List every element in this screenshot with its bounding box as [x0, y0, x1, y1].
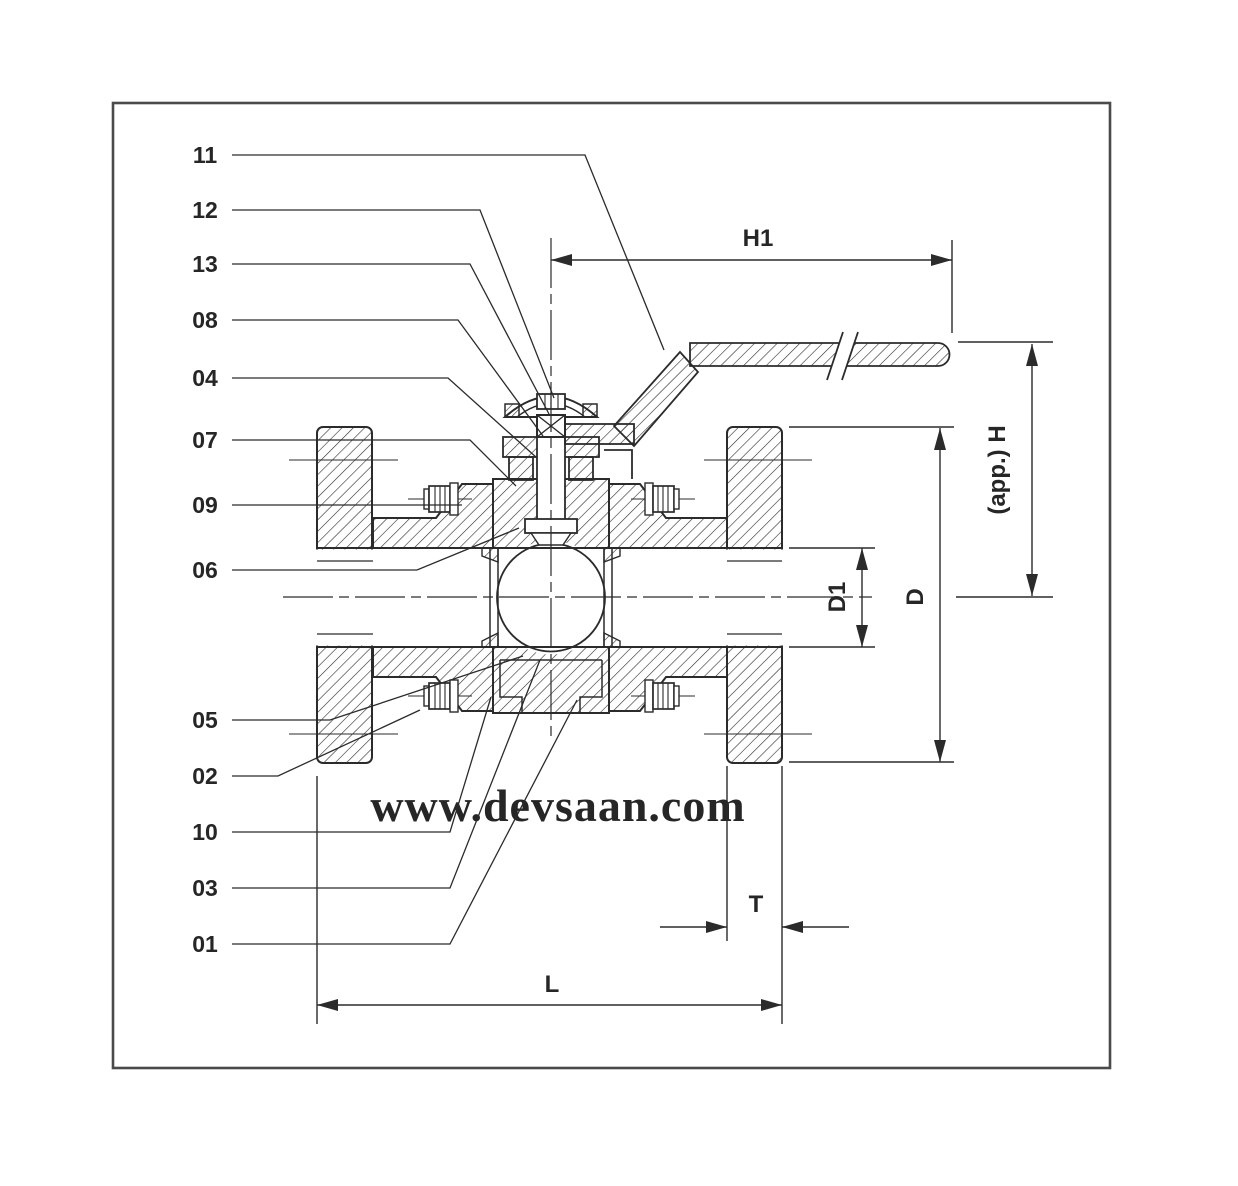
- callout-07: 07: [192, 427, 218, 453]
- bolt-left-bottom: [423, 679, 459, 713]
- leader-11: [232, 154, 665, 351]
- leader-07: [232, 439, 517, 487]
- body-bolts: [408, 482, 695, 713]
- ball-cavity: [494, 540, 608, 655]
- stem: [536, 437, 566, 519]
- dimension-l: L: [316, 776, 782, 1024]
- handle-bend: [612, 350, 700, 448]
- bolt-circle-ticks: [289, 459, 812, 735]
- leader-06: [232, 527, 520, 571]
- dim-label-d1: D1: [824, 582, 851, 613]
- callout-06: 06: [192, 557, 218, 583]
- seat-rings: [481, 547, 621, 648]
- bolt-right-bottom: [644, 679, 680, 713]
- callout-10: 10: [192, 819, 218, 845]
- dimension-h: (app.) H: [956, 341, 1053, 598]
- leader-13: [232, 263, 550, 415]
- leader-04: [232, 377, 538, 459]
- handle-bar: [689, 342, 951, 367]
- bolt-left-top: [423, 482, 459, 516]
- dimension-t: T: [660, 766, 849, 1024]
- dimension-d: D: [789, 426, 954, 763]
- callout-03: 03: [192, 875, 218, 901]
- packing-left: [508, 456, 534, 481]
- leader-08: [232, 319, 544, 437]
- drawing-frame: [111, 101, 1112, 1070]
- bolt-right-top: [644, 482, 680, 516]
- packing-right: [568, 456, 594, 481]
- leader-05: [232, 655, 524, 721]
- handle-bracket: [604, 449, 633, 479]
- leader-03: [232, 659, 541, 889]
- leader-12: [232, 209, 555, 399]
- callout-04: 04: [192, 365, 218, 391]
- handle-lever: [564, 342, 951, 479]
- dim-label-l: L: [545, 971, 560, 998]
- dimension-h1: H1: [551, 225, 953, 333]
- leader-lines: [232, 154, 665, 945]
- watermark-text: www.devsaan.com: [370, 780, 745, 831]
- leader-02: [232, 709, 421, 777]
- leader-01: [232, 699, 578, 945]
- handle-break-symbol: [826, 331, 859, 381]
- callout-09: 09: [192, 492, 218, 518]
- callout-11: 11: [193, 142, 218, 168]
- callout-08: 08: [192, 307, 218, 333]
- dim-label-d: D: [902, 588, 929, 605]
- bore-lines: [317, 547, 782, 648]
- callout-02: 02: [192, 763, 218, 789]
- dim-label-h: (app.) H: [984, 425, 1011, 514]
- callout-01: 01: [192, 931, 218, 957]
- dim-label-t: T: [749, 891, 764, 918]
- callout-labels: 11 12 13 08 04 07 09 06 05 02 10 03 01: [192, 142, 218, 957]
- callout-13: 13: [192, 251, 218, 277]
- centerlines: [283, 238, 872, 740]
- dimension-d1: D1: [789, 547, 875, 648]
- leader-10: [232, 696, 492, 833]
- callout-05: 05: [192, 707, 218, 733]
- callout-12: 12: [192, 197, 218, 223]
- dim-label-h1: H1: [743, 225, 774, 252]
